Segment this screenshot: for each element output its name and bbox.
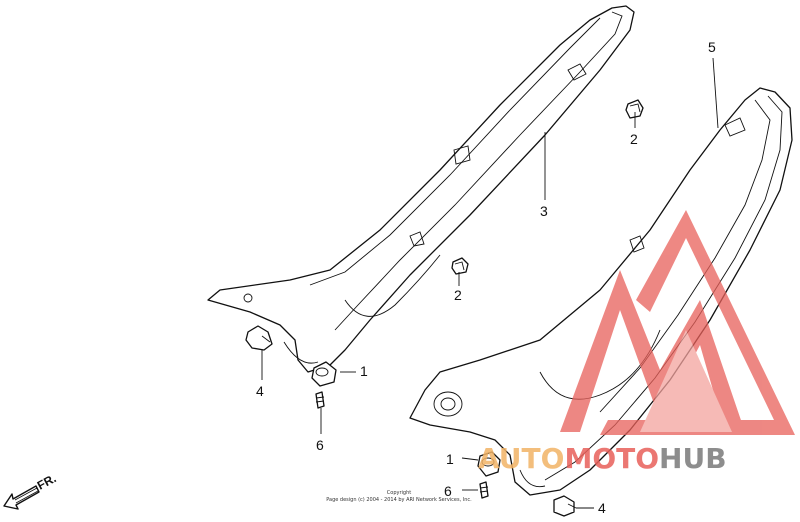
logo-triangle-outer	[600, 210, 795, 435]
logo-triangle-m	[560, 270, 745, 432]
callout-3: 3	[540, 203, 548, 219]
logo-triangle-inner	[640, 330, 732, 432]
damper-4-left[interactable]	[245, 325, 273, 351]
callout-1-right: 1	[446, 451, 454, 467]
logo-text-hub: HUB	[659, 442, 727, 475]
front-direction-arrow-icon	[3, 485, 40, 510]
side-cover-left[interactable]	[207, 5, 635, 373]
copyright-title: Copyright	[387, 490, 411, 496]
grommet-1-left[interactable]	[311, 361, 337, 387]
damper-4-right[interactable]	[553, 495, 577, 517]
grommet-2-top[interactable]	[625, 99, 644, 119]
grommet-1-right[interactable]	[477, 451, 501, 477]
automotohub-logo	[560, 210, 795, 435]
grommet-2-middle[interactable]	[451, 257, 469, 275]
logo-text-auto: AUTO	[478, 442, 564, 475]
collar-6-right[interactable]	[479, 481, 489, 499]
logo-text-moto: MOTO	[564, 442, 659, 475]
callout-6-left: 6	[316, 437, 324, 453]
callout-2-top: 2	[630, 131, 638, 147]
leader-lines	[261, 57, 719, 509]
logo-text: AUTOMOTOHUB	[478, 442, 727, 475]
callout-2-middle: 2	[454, 287, 462, 303]
callout-4-right: 4	[598, 500, 606, 516]
callout-5: 5	[708, 39, 716, 55]
callout-6-right: 6	[444, 483, 452, 499]
collar-6-left[interactable]	[315, 391, 325, 409]
callout-4-left: 4	[256, 383, 264, 399]
callout-1-left: 1	[360, 363, 368, 379]
copyright-notice: Page design (c) 2004 - 2014 by ARI Netwo…	[326, 497, 472, 503]
